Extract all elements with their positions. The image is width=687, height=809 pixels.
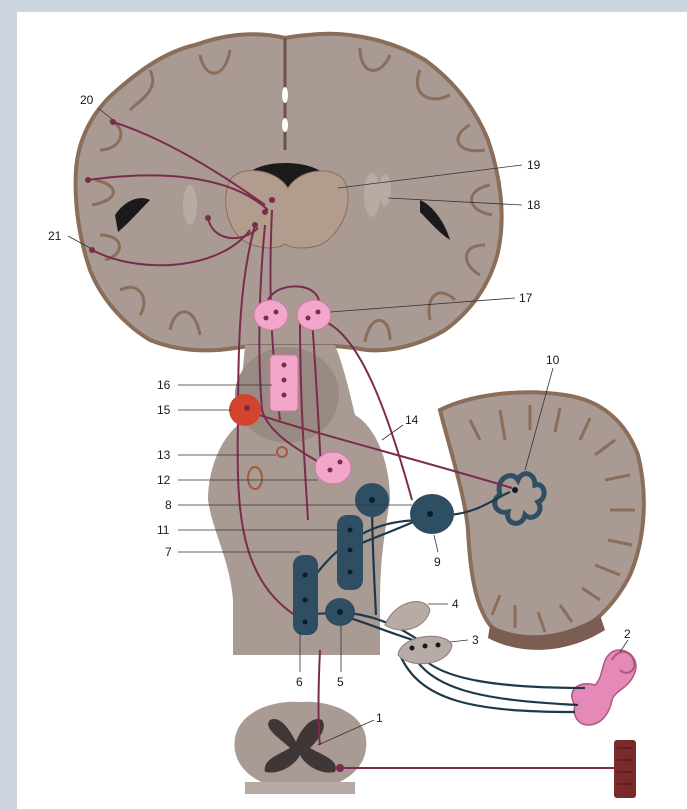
vestibular-ganglion-lower (398, 636, 452, 663)
neuron-column-16b (282, 378, 287, 383)
lentiform-nucleus-left (183, 185, 197, 225)
label-16: 16 (157, 378, 171, 392)
lentiform-nucleus-2 (379, 174, 391, 206)
neuron-vn-lat (369, 497, 375, 503)
neuron-vn-6a (303, 573, 308, 578)
label-10: 10 (546, 353, 560, 367)
neuron-thalamus-d (269, 197, 275, 203)
neuron-pons-pink-2 (338, 460, 343, 465)
label-13: 13 (157, 448, 171, 462)
skeletal-muscle (614, 740, 636, 798)
oculomotor-nucleus-right (297, 300, 331, 330)
label-14: 14 (405, 413, 419, 427)
label-2: 2 (624, 627, 631, 641)
label-9: 9 (434, 555, 441, 569)
neuron-thalamus-c (262, 209, 268, 215)
neuron-ganglion-c (436, 643, 441, 648)
neuron-red-nucleus (244, 405, 250, 411)
neuron-pink-17a (264, 316, 269, 321)
label-5: 5 (337, 675, 344, 689)
label-20: 20 (80, 93, 94, 107)
neuron-column-16a (282, 363, 287, 368)
cerebrum (76, 34, 502, 351)
neuron-ganglion-b (423, 644, 428, 649)
neuron-cortex-mid (85, 177, 91, 183)
label-21: 21 (48, 229, 62, 243)
neuron-thalamus-b (252, 222, 258, 228)
label-15: 15 (157, 403, 171, 417)
neuron-dentate (512, 487, 518, 493)
spinal-cord-section (234, 702, 366, 794)
neuron-pink-17d (316, 310, 321, 315)
label-11: 11 (157, 523, 170, 537)
neuron-vn-6b (303, 598, 308, 603)
label-12: 12 (157, 473, 171, 487)
cerebellum (440, 392, 644, 650)
neuron-pink-17b (274, 310, 279, 315)
cerebellum-outline (440, 392, 644, 642)
lentiform-nucleus (364, 173, 380, 217)
pink-nucleus-pons (315, 452, 351, 484)
label-4: 4 (452, 597, 459, 611)
neuron-ganglion-a (410, 646, 415, 651)
vestibular-ganglion-upper (385, 602, 430, 630)
leader-9 (434, 535, 438, 552)
label-8: 8 (165, 498, 172, 512)
neuron-pink-17c (306, 316, 311, 321)
spinal-cord-base (245, 782, 355, 794)
neuron-column-16c (282, 393, 287, 398)
neuron-vn-floc (427, 511, 433, 517)
fissure-gap-2 (282, 118, 288, 132)
label-19: 19 (527, 158, 541, 172)
neuron-vn-med-b (348, 548, 353, 553)
leader-3 (450, 640, 468, 642)
neuron-vn-med-c (348, 570, 353, 575)
neuron-thalamus-a (205, 215, 211, 221)
neuron-vn-inf (337, 609, 343, 615)
label-7: 7 (165, 545, 172, 559)
neuron-vn-med-a (348, 528, 353, 533)
neuron-vn-6c (303, 620, 308, 625)
label-6: 6 (296, 675, 303, 689)
label-18: 18 (527, 198, 541, 212)
oculomotor-nucleus-left (254, 300, 288, 330)
neuron-pons-pink (328, 468, 333, 473)
label-3: 3 (472, 633, 479, 647)
fissure-gap-1 (282, 87, 288, 103)
neuron-spinal-motor (336, 764, 344, 772)
label-1: 1 (376, 711, 383, 725)
label-17: 17 (519, 291, 533, 305)
